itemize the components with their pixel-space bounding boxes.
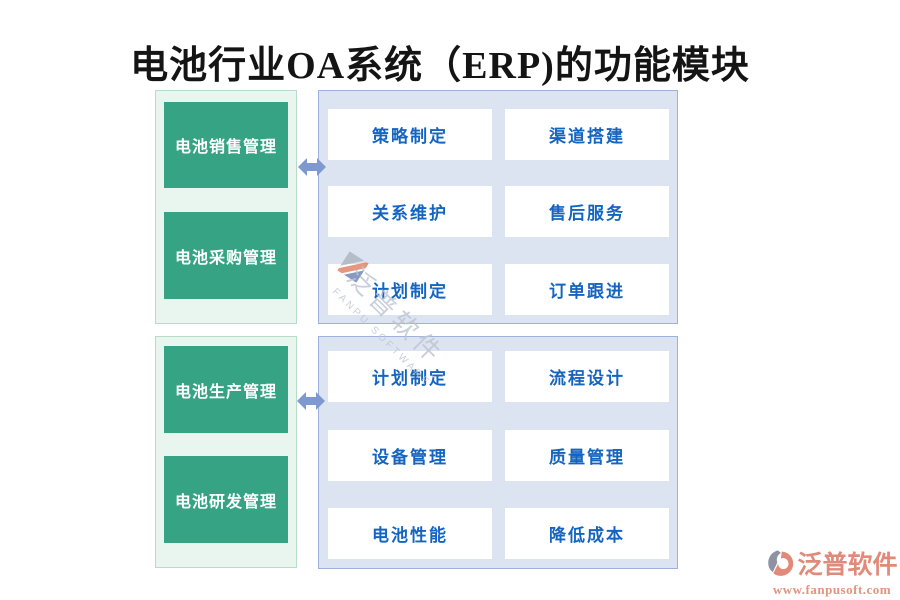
diagram-title: 电池行业OA系统（ERP)的功能模块 (130, 45, 750, 87)
brand-name: 泛普软件 (797, 552, 898, 579)
module-strategy: 策略制定 (328, 109, 492, 160)
category-battery-rd: 电池研发管理 (164, 456, 288, 543)
website-url: www.fanpusoft.com (772, 582, 892, 597)
category-battery-sales: 电池销售管理 (164, 102, 288, 188)
module-quality: 质量管理 (505, 430, 669, 481)
footer-brand-block: 泛普软件 www.fanpusoft.com (764, 545, 900, 598)
module-performance: 电池性能 (328, 508, 492, 559)
module-cost-reduction: 降低成本 (505, 508, 669, 559)
module-process-design: 流程设计 (505, 351, 669, 402)
panel-sales-purchase: 电池销售管理 电池采购管理 (155, 90, 297, 324)
double-arrow-icon (298, 158, 326, 176)
category-battery-production: 电池生产管理 (164, 346, 288, 433)
module-aftersales: 售后服务 (505, 186, 669, 237)
module-plan-sales: 计划制定 (328, 264, 492, 315)
panel-sales-modules: 策略制定 渠道搭建 关系维护 售后服务 计划制定 订单跟进 (318, 90, 678, 324)
module-relationship: 关系维护 (328, 186, 492, 237)
fanpu-logo-icon (768, 550, 794, 576)
module-channel: 渠道搭建 (505, 109, 669, 160)
double-arrow-icon (297, 392, 325, 410)
panel-production-rd: 电池生产管理 电池研发管理 (155, 336, 297, 568)
panel-production-modules: 计划制定 流程设计 设备管理 质量管理 电池性能 降低成本 (318, 336, 678, 569)
module-plan-production: 计划制定 (328, 351, 492, 402)
module-equipment: 设备管理 (328, 430, 492, 481)
module-order-follow: 订单跟进 (505, 264, 669, 315)
category-battery-purchase: 电池采购管理 (164, 212, 288, 299)
